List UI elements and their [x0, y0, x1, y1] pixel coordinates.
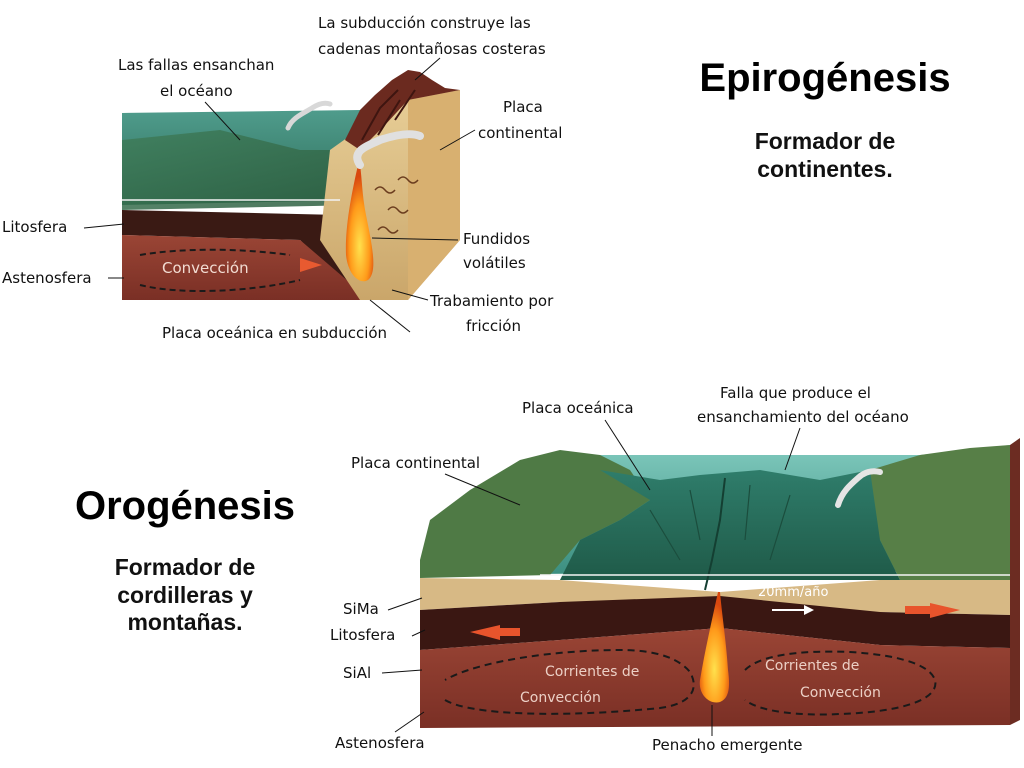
block-side-face	[1010, 438, 1020, 725]
label-sial: SiAl	[343, 664, 371, 682]
label-trabamiento-line2: fricción	[466, 317, 521, 335]
label-litosfera: Litosfera	[2, 218, 67, 236]
subtitle-epirogenesis: Formador de continentes.	[660, 128, 990, 183]
label-fallas-line1: Las fallas ensanchan	[118, 56, 274, 74]
subtitle-orogenesis-line2: cordilleras y	[117, 581, 253, 608]
label-corrientes-left-line1: Corrientes de	[545, 664, 639, 680]
plate-motion-arrow	[300, 258, 322, 272]
right-plate-arrow	[905, 603, 960, 618]
label-subduccion-line1: La subducción construye las	[318, 14, 531, 32]
emergent-plume	[699, 592, 730, 703]
central-rift-valley	[560, 470, 900, 580]
volcano-smoke	[353, 130, 424, 169]
left-plate-arrow	[470, 625, 520, 640]
label-falla-line1: Falla que produce el	[720, 384, 871, 402]
label-fallas-line2: el océano	[160, 82, 233, 100]
label-trabamiento-line1: Trabamiento por	[429, 292, 554, 310]
continental-side	[408, 90, 460, 300]
label-placa-oceanica: Placa oceánica	[522, 399, 634, 417]
subtitle-orogenesis: Formador de cordilleras y montañas.	[30, 554, 340, 637]
label-placa-continental-line1: Placa	[503, 98, 543, 116]
title-epirogenesis: Epirogénesis	[699, 56, 951, 100]
label-conveccion: Convección	[162, 259, 249, 277]
label-corrientes-right-line2: Convección	[800, 685, 881, 701]
label-rate: 20mm/año	[758, 585, 828, 600]
label-litosfera-2: Litosfera	[330, 626, 395, 644]
coastal-mountains	[345, 70, 460, 150]
magma-plume	[345, 165, 374, 282]
subtitle-orogenesis-line3: montañas.	[127, 609, 243, 636]
label-astenosfera-2: Astenosfera	[335, 734, 425, 752]
label-corrientes-right-line1: Corrientes de	[765, 658, 859, 674]
label-falla-line2: ensanchamiento del océano	[697, 408, 909, 426]
title-orogenesis: Orogénesis	[74, 484, 296, 528]
right-continent-terrain	[865, 445, 1010, 580]
label-subduccion-line2: cadenas montañosas costeras	[318, 40, 546, 58]
label-placa-continental-line2: continental	[478, 124, 562, 142]
label-placa-continental-2: Placa continental	[351, 454, 480, 472]
label-fundidos-line2: volátiles	[463, 254, 526, 272]
subduction-diagram: La subducción construye las cadenas mont…	[2, 14, 562, 342]
ridge-diagram: Placa oceánica Falla que produce el ensa…	[330, 384, 1020, 754]
subtitle-epirogenesis-line2: continentes.	[757, 155, 893, 182]
label-corrientes-left-line2: Convección	[520, 690, 601, 706]
subtitle-epirogenesis-line1: Formador de	[754, 128, 896, 154]
label-sima: SiMa	[343, 600, 379, 618]
left-continent-terrain	[420, 450, 650, 578]
ocean-floor-relief	[122, 130, 360, 210]
label-astenosfera: Astenosfera	[2, 269, 92, 287]
label-fundidos-line1: Fundidos	[463, 230, 530, 248]
label-placa-oceanica-subduccion: Placa oceánica en subducción	[162, 324, 387, 342]
subtitle-orogenesis-line1: Formador de	[114, 554, 256, 580]
label-penacho: Penacho emergente	[652, 736, 802, 754]
